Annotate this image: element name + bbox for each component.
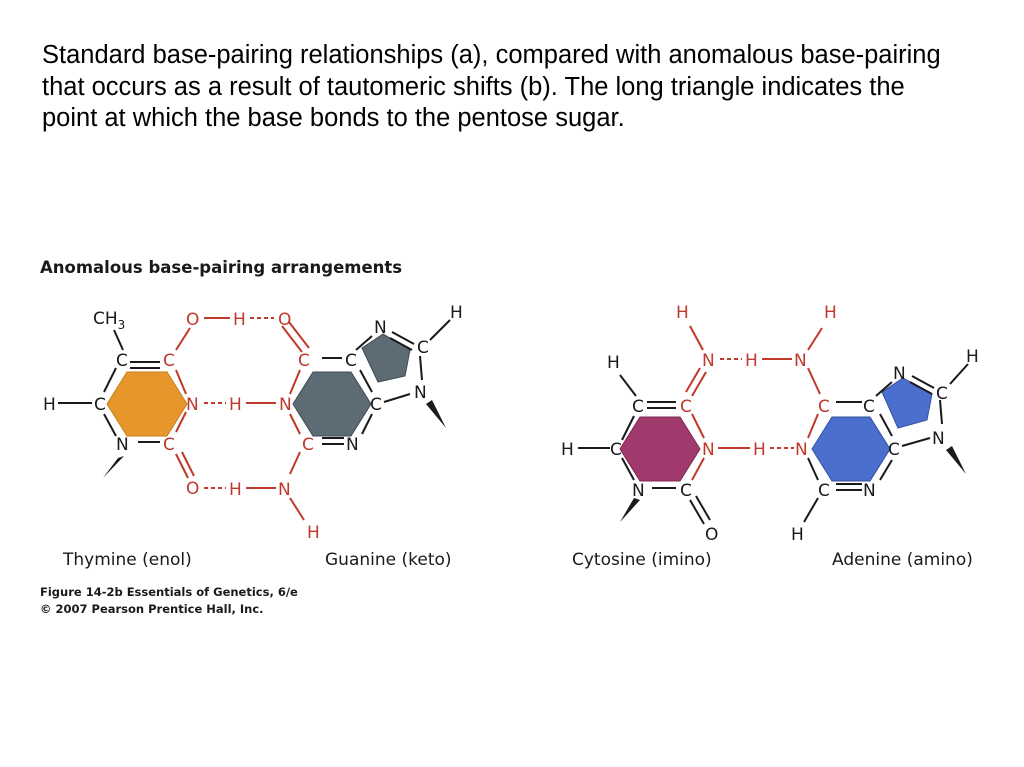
atom-n: N	[794, 351, 807, 371]
atom-c: C	[863, 397, 875, 417]
guanine-keto-molecule: C C N C H N C N C N O N H	[278, 303, 463, 543]
atom-n: N	[795, 440, 808, 460]
atom-h: H	[229, 395, 242, 415]
guanine-pyrimidine-ring	[292, 371, 372, 437]
atom-c: C	[163, 435, 175, 455]
atom-o: O	[186, 310, 199, 330]
atom-h: H	[676, 303, 689, 323]
cytosine-adenine-hydrogen-bonds: H H	[718, 351, 794, 460]
atom-n: N	[116, 435, 129, 455]
adenine-pyrimidine-ring	[811, 416, 891, 482]
adenine-amino-molecule: N H C C N C H N C N C N H	[791, 303, 979, 545]
atom-h: H	[561, 440, 574, 460]
figure-credit: Figure 14-2b Essentials of Genetics, 6/e	[40, 585, 298, 599]
atom-h: H	[233, 310, 246, 330]
atom-h: H	[307, 523, 320, 543]
atom-c: C	[370, 395, 382, 415]
atom-c: C	[163, 351, 175, 371]
atom-c: C	[94, 395, 106, 415]
cytosine-imino-molecule: H C C C H N C O N N H	[561, 303, 718, 545]
copyright-notice: © 2007 Pearson Prentice Hall, Inc.	[40, 602, 264, 616]
atom-c: C	[632, 397, 644, 417]
cytosine-ring	[619, 416, 701, 482]
atom-n: N	[279, 395, 292, 415]
atom-c: C	[345, 351, 357, 371]
atom-c: C	[302, 435, 314, 455]
thymine-enol-molecule: CH3 C C C H N C N O O	[43, 309, 199, 499]
atom-c: C	[610, 440, 622, 460]
atom-o: O	[278, 310, 291, 330]
label-cytosine-imino: Cytosine (imino)	[572, 550, 712, 570]
atom-c: C	[680, 397, 692, 417]
atom-n: N	[632, 481, 645, 501]
atom-n: N	[414, 383, 427, 403]
atom-c: C	[116, 351, 128, 371]
atom-n: N	[278, 480, 291, 500]
atom-c: C	[417, 338, 429, 358]
atom-n: N	[346, 435, 359, 455]
atom-h: H	[450, 303, 463, 323]
atom-h: H	[43, 395, 56, 415]
atom-h: H	[229, 480, 242, 500]
atom-n: N	[932, 429, 945, 449]
atom-h: H	[607, 353, 620, 373]
atom-n: N	[186, 395, 199, 415]
atom-h: H	[753, 440, 766, 460]
atom-c: C	[680, 481, 692, 501]
slide-caption: Standard base-pairing relationships (a),…	[42, 41, 941, 132]
thymine-ring	[106, 371, 188, 437]
atom-h: H	[966, 347, 979, 367]
atom-c: C	[818, 481, 830, 501]
atom-n: N	[702, 351, 715, 371]
atom-n: N	[863, 481, 876, 501]
label-guanine-keto: Guanine (keto)	[325, 550, 452, 570]
guanine-imidazole-ring	[361, 333, 411, 383]
atom-n: N	[374, 318, 387, 338]
atom-n: N	[893, 364, 906, 384]
atom-c: C	[298, 351, 310, 371]
atom-ch3: CH3	[93, 309, 125, 332]
label-adenine-amino: Adenine (amino)	[832, 550, 973, 570]
figure-title: Anomalous base-pairing arrangements	[40, 258, 403, 277]
atom-o: O	[705, 525, 718, 545]
atom-o: O	[186, 479, 199, 499]
atom-c: C	[818, 397, 830, 417]
atom-c: C	[936, 384, 948, 404]
atom-h: H	[745, 351, 758, 371]
atom-h: H	[791, 525, 804, 545]
atom-h: H	[824, 303, 837, 323]
atom-n: N	[702, 440, 715, 460]
thymine-guanine-hydrogen-bonds: H H H	[204, 310, 276, 500]
adenine-imidazole-ring	[881, 377, 933, 429]
label-thymine-enol: Thymine (enol)	[63, 550, 192, 570]
atom-c: C	[888, 440, 900, 460]
